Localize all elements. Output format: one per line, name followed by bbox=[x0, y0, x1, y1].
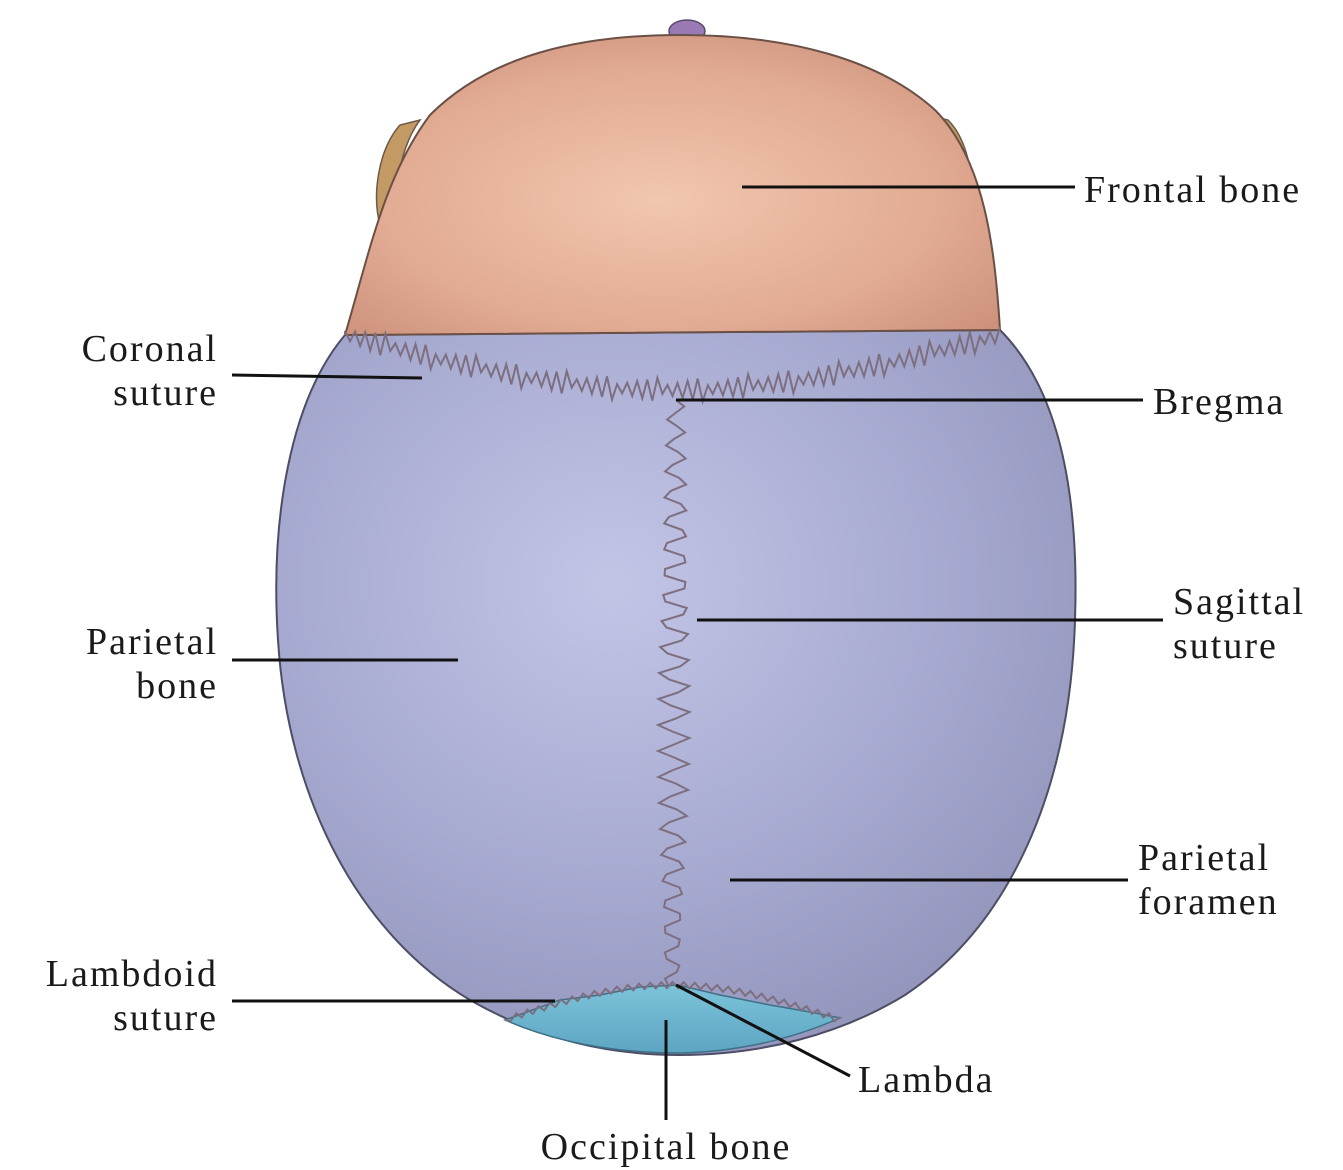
label-coronal-line-2: suture bbox=[40, 371, 218, 415]
label-sagittal-line-2: suture bbox=[1173, 624, 1305, 668]
label-sagittal-suture: Sagittal suture bbox=[1173, 580, 1305, 668]
label-foramen-line-1: Parietal bbox=[1138, 836, 1279, 880]
label-frontal-bone-text: Frontal bone bbox=[1084, 169, 1301, 211]
label-lambdoid-suture: Lambdoid suture bbox=[10, 952, 218, 1040]
label-parietal-foramen: Parietal foramen bbox=[1138, 836, 1279, 924]
label-coronal-suture: Coronal suture bbox=[40, 327, 218, 415]
label-foramen-line-2: foramen bbox=[1138, 880, 1279, 924]
label-bregma: Bregma bbox=[1153, 380, 1285, 424]
label-occipital-bone: Occipital bone bbox=[506, 1125, 826, 1169]
label-bregma-text: Bregma bbox=[1153, 381, 1285, 423]
label-parietal-line-2: bone bbox=[40, 664, 218, 708]
label-coronal-line-1: Coronal bbox=[40, 327, 218, 371]
label-occipital-text: Occipital bone bbox=[541, 1126, 792, 1168]
label-lambdoid-line-1: Lambdoid bbox=[10, 952, 218, 996]
label-parietal-bone: Parietal bone bbox=[40, 620, 218, 708]
label-frontal-bone: Frontal bone bbox=[1084, 168, 1301, 212]
frontal-bone-region bbox=[345, 35, 1000, 335]
label-lambda: Lambda bbox=[858, 1058, 995, 1102]
label-parietal-line-1: Parietal bbox=[40, 620, 218, 664]
label-sagittal-line-1: Sagittal bbox=[1173, 580, 1305, 624]
label-lambdoid-line-2: suture bbox=[10, 996, 218, 1040]
label-lambda-text: Lambda bbox=[858, 1059, 995, 1101]
